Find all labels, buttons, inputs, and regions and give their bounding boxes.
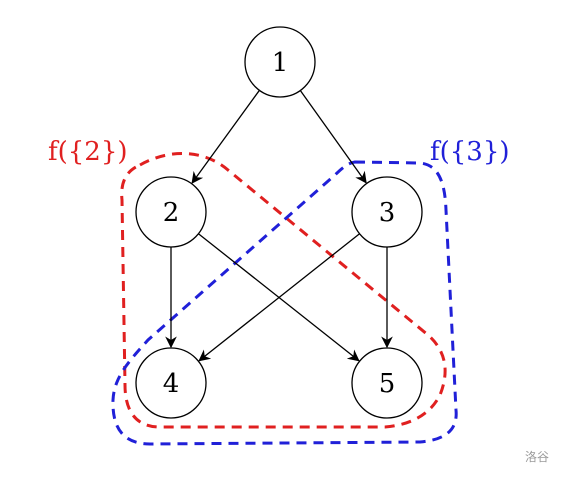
region-f3-label: f({3}): [430, 137, 510, 167]
nodes-group: 1 2 3 4 5: [135, 26, 423, 419]
node-label-3: 3: [379, 198, 396, 228]
node-5: 5: [351, 347, 423, 419]
edge-3-4: [198, 233, 360, 362]
node-label-4: 4: [163, 369, 180, 399]
node-circle-2: [135, 176, 207, 248]
edge-1-3: [299, 90, 367, 184]
region-f2-label: f({2}): [48, 137, 128, 167]
node-3: 3: [351, 176, 423, 248]
node-circle-5: [351, 347, 423, 419]
edges-group: [165, 89, 393, 362]
node-circle-1: [244, 26, 316, 98]
node-4: 4: [135, 347, 207, 419]
node-2: 2: [135, 176, 207, 248]
node-circle-3: [351, 176, 423, 248]
node-label-2: 2: [163, 198, 180, 228]
region-f2-outline: [120, 152, 447, 429]
node-label-1: 1: [272, 48, 289, 78]
node-1: 1: [244, 26, 316, 98]
node-circle-4: [135, 347, 207, 419]
edge-1-2: [191, 89, 260, 184]
node-label-5: 5: [379, 369, 396, 399]
watermark-text: 洛谷: [524, 450, 549, 464]
